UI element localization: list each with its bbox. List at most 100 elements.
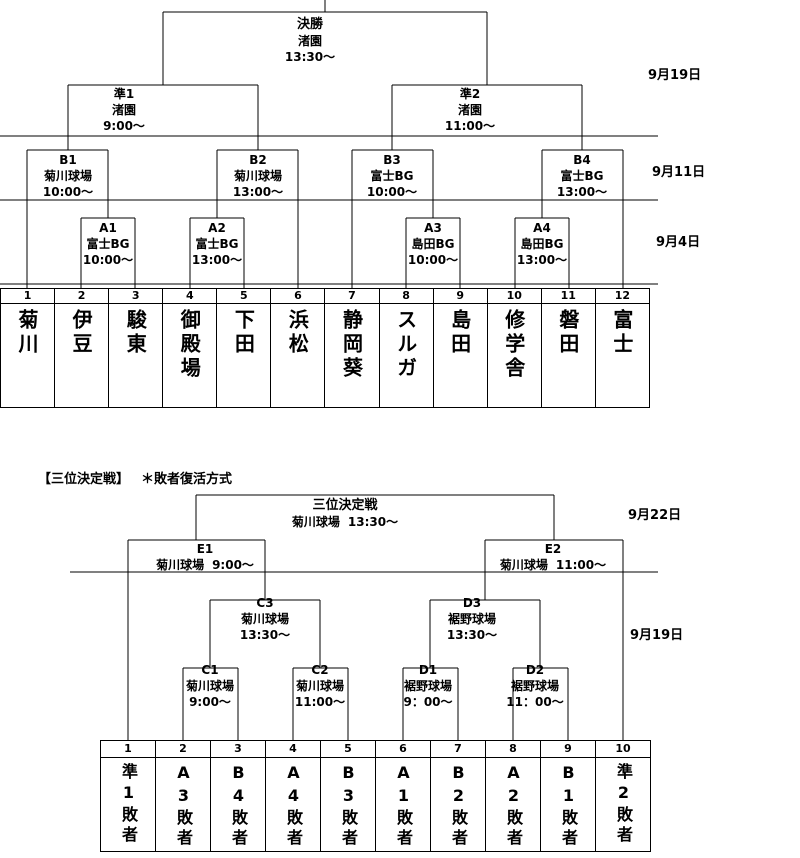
team-name: 富士	[609, 309, 634, 357]
match-a3-time: 10:00～	[407, 253, 459, 267]
team-name: A2敗者	[504, 763, 523, 849]
team-number: 9	[541, 741, 595, 758]
match-third-final-time: 13:30～	[347, 515, 399, 529]
match-a4-venue: 島田BG	[520, 237, 564, 251]
team-name: 磐田	[555, 309, 580, 357]
match-third-final-venue: 菊川球場	[291, 515, 340, 529]
team-cell: 5 下田	[217, 289, 272, 407]
match-b1-code: B1	[59, 153, 77, 167]
match-b3-code: B3	[383, 153, 401, 167]
team-cell: 8 スルガ	[379, 289, 434, 407]
team-name: A3敗者	[174, 763, 193, 849]
round-separator-lines	[0, 135, 658, 573]
bracket-lines-main	[26, 0, 624, 288]
team-number: 2	[156, 741, 210, 758]
match-e2-code: E2	[544, 542, 562, 556]
match-d1-time: 9：00～	[403, 695, 453, 709]
match-a2-venue: 富士BG	[195, 237, 239, 251]
match-d1-code: D1	[418, 663, 438, 677]
team-name: B3敗者	[339, 763, 358, 849]
match-c1-venue: 菊川球場	[185, 679, 235, 693]
match-d2-time: 11：00～	[506, 695, 564, 709]
match-a3: A3 島田BG 10:00～	[408, 220, 458, 268]
match-a1-code: A1	[99, 221, 117, 235]
match-third-final-info: 菊川球場 13:30～	[292, 514, 398, 530]
team-number: 3	[109, 289, 163, 304]
match-c2-venue: 菊川球場	[295, 679, 345, 693]
third-place-section-header: 【三位決定戦】 ＊敗者復活方式	[38, 468, 232, 487]
match-b2: B2 菊川球場 13:00～	[233, 152, 283, 200]
match-e1-info: 菊川球場 9:00～	[156, 557, 254, 573]
team-number: 1	[101, 741, 155, 758]
match-e1: E1 菊川球場 9:00～	[156, 541, 254, 573]
match-d2-code: D2	[525, 663, 545, 677]
match-c3: C3 菊川球場 13:30～	[240, 595, 290, 643]
match-e1-venue: 菊川球場	[156, 558, 205, 572]
match-semi2: 準2 渚園 11:00～	[445, 86, 495, 134]
team-number: 12	[595, 289, 649, 304]
match-b1-time: 10:00～	[42, 185, 94, 199]
match-e1-time: 9:00～	[212, 558, 254, 572]
team-name: B2敗者	[449, 763, 468, 849]
match-b3: B3 富士BG 10:00～	[367, 152, 417, 200]
match-e1-code: E1	[196, 542, 214, 556]
match-b2-code: B2	[249, 153, 267, 167]
team-name: 修学舎	[501, 309, 526, 381]
team-number: 7	[431, 741, 485, 758]
match-d3-venue: 裾野球場	[447, 612, 497, 626]
team-number: 5	[321, 741, 375, 758]
match-a2: A2 富士BG 13:00～	[192, 220, 242, 268]
match-third-final-name: 三位決定戦	[312, 498, 378, 513]
third-place-note: ＊敗者復活方式	[141, 472, 233, 487]
match-d3: D3 裾野球場 13:30～	[447, 595, 497, 643]
match-d2: D2 裾野球場 11：00～	[506, 662, 563, 710]
match-a1: A1 富士BG 10:00～	[83, 220, 133, 268]
team-name: B4敗者	[229, 763, 248, 849]
match-b1-venue: 菊川球場	[43, 169, 93, 183]
match-c1: C1 菊川球場 9:00～	[186, 662, 234, 710]
team-name: A4敗者	[284, 763, 303, 849]
team-cell: 1 菊川	[1, 289, 56, 407]
third-place-title: 【三位決定戦】	[38, 472, 130, 487]
team-number: 5	[217, 289, 271, 304]
team-number: 3	[211, 741, 265, 758]
bracket-lines-third-place	[127, 494, 624, 740]
match-semi1-venue: 渚園	[111, 103, 137, 117]
match-c2: C2 菊川球場 11:00～	[295, 662, 345, 710]
match-d3-time: 13:30～	[446, 628, 498, 642]
team-number: 8	[486, 741, 540, 758]
team-number: 2	[55, 289, 109, 304]
match-semi1-time: 9:00～	[103, 119, 145, 133]
match-semi2-code: 準2	[459, 87, 481, 101]
team-name: 菊川	[15, 309, 40, 357]
match-c3-code: C3	[256, 596, 274, 610]
team-name: 静岡葵	[339, 309, 364, 381]
match-a3-code: A3	[424, 221, 442, 235]
team-number: 9	[433, 289, 487, 304]
match-b2-venue: 菊川球場	[233, 169, 283, 183]
team-number: 1	[1, 289, 55, 304]
team-name: スルガ	[393, 309, 418, 381]
team-cell: 12 富士	[595, 289, 649, 407]
match-c3-venue: 菊川球場	[240, 612, 290, 626]
team-number: 7	[325, 289, 379, 304]
match-final-venue: 渚園	[297, 34, 323, 48]
match-a2-time: 13:00～	[191, 253, 243, 267]
team-number: 4	[163, 289, 217, 304]
team-name: 下田	[231, 309, 256, 357]
team-number: 8	[379, 289, 433, 304]
team-name: A1敗者	[394, 763, 413, 849]
